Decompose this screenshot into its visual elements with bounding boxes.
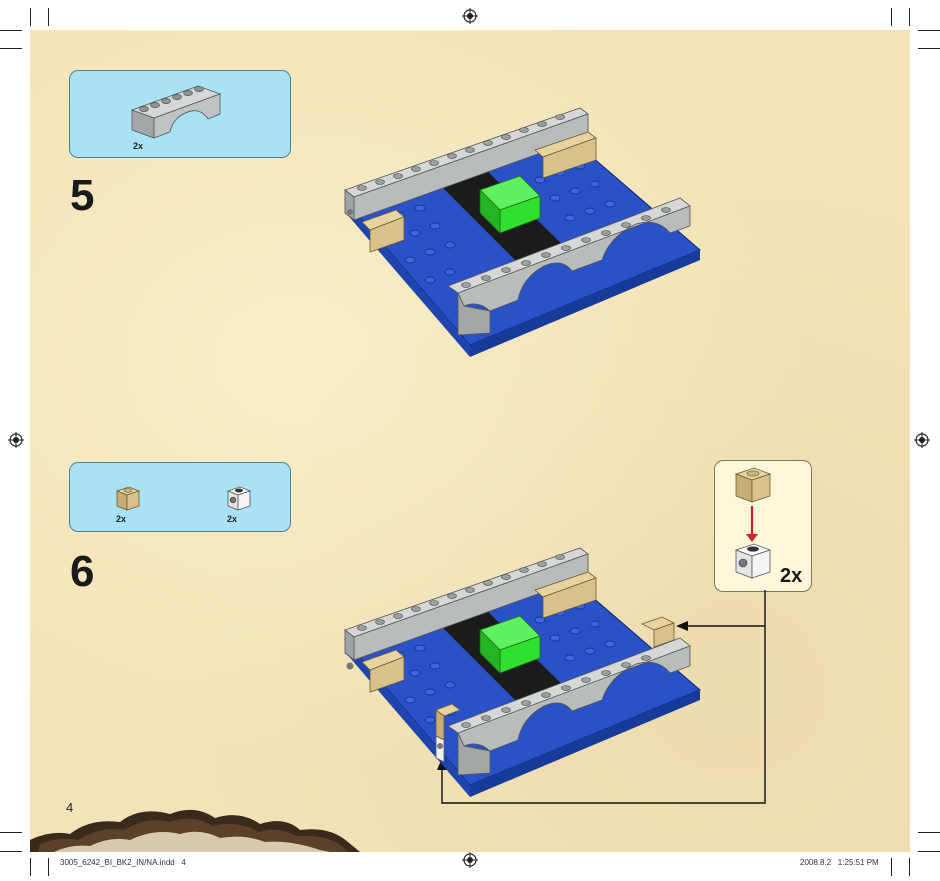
part-quantity: 2x bbox=[227, 514, 237, 524]
registration-mark-icon bbox=[914, 432, 930, 448]
part-quantity: 2x bbox=[116, 514, 126, 524]
crop-mark bbox=[918, 48, 940, 49]
page-number: 4 bbox=[66, 800, 73, 815]
crop-mark bbox=[918, 832, 940, 833]
crop-mark bbox=[48, 858, 49, 876]
step-6-model-illustration bbox=[340, 540, 710, 805]
crop-mark bbox=[909, 8, 910, 26]
arch-brick-icon bbox=[128, 76, 224, 144]
callout-quantity: 2x bbox=[780, 565, 802, 588]
step-number: 6 bbox=[70, 550, 94, 594]
white-brick-with-hole-icon bbox=[226, 484, 252, 512]
crop-mark bbox=[891, 858, 892, 876]
crop-mark bbox=[891, 8, 892, 26]
crop-mark bbox=[0, 851, 22, 852]
registration-mark-icon bbox=[462, 8, 478, 24]
crop-mark bbox=[30, 858, 31, 876]
step-number: 5 bbox=[70, 174, 94, 218]
part-quantity: 2x bbox=[133, 141, 143, 151]
tan-brick-icon bbox=[115, 484, 141, 512]
crop-mark bbox=[48, 8, 49, 26]
registration-mark-icon bbox=[8, 432, 24, 448]
crop-mark bbox=[918, 30, 940, 31]
parts-list-step-6 bbox=[69, 462, 291, 532]
crop-mark bbox=[918, 851, 940, 852]
slug-filename: 3005_6242_BI_BK2_IN/NA.indd 4 bbox=[60, 858, 186, 867]
crop-mark bbox=[909, 858, 910, 876]
slug-timestamp: 2008.8.2 1:25:51 PM bbox=[800, 858, 879, 867]
crop-mark bbox=[30, 8, 31, 26]
step-5-model-illustration bbox=[340, 100, 710, 365]
registration-mark-icon bbox=[462, 852, 478, 868]
crop-mark bbox=[0, 30, 22, 31]
crop-mark bbox=[0, 48, 22, 49]
burnt-edge-decoration bbox=[30, 800, 360, 852]
crop-mark bbox=[0, 832, 22, 833]
